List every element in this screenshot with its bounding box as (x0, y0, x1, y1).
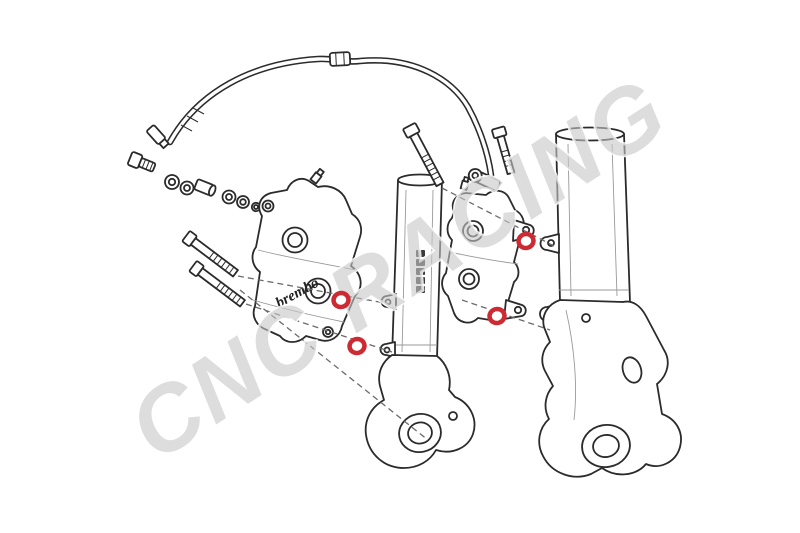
spacer-ring-highlight (487, 306, 507, 326)
banjo-bolt (127, 151, 157, 173)
hose-end-fitting (146, 124, 170, 150)
left-fork-leg (364, 173, 476, 469)
mounting-bolt (402, 122, 445, 188)
mounting-bolt (181, 230, 239, 278)
right-brake-caliper (441, 176, 535, 324)
washer (221, 189, 237, 205)
assembly-guides (237, 187, 555, 441)
hose-connector (328, 51, 352, 67)
washer (179, 180, 195, 196)
spacer-rings (331, 231, 536, 356)
assembly-dashed-line (461, 299, 551, 331)
assembly-dashed-line (237, 275, 391, 305)
banjo-fitting (467, 168, 502, 192)
spacer-ring-highlight (331, 290, 351, 310)
bleed-valve (309, 167, 325, 185)
spacer-ring-highlight (347, 336, 367, 356)
brake-hose (166, 55, 495, 179)
mounting-bolt (491, 125, 516, 176)
bleed-valve (459, 176, 470, 191)
mounting-bolt (188, 260, 246, 308)
right-fork-leg (538, 126, 682, 478)
assembly-dashed-line (239, 289, 429, 441)
assembly-dashed-line (245, 303, 393, 353)
washer (236, 195, 250, 209)
washer (164, 174, 180, 190)
hose-union (193, 178, 217, 197)
spacer-ring-highlight (516, 231, 536, 251)
fork-tube-marking (416, 250, 425, 293)
assembly-dashed-line (441, 187, 555, 247)
